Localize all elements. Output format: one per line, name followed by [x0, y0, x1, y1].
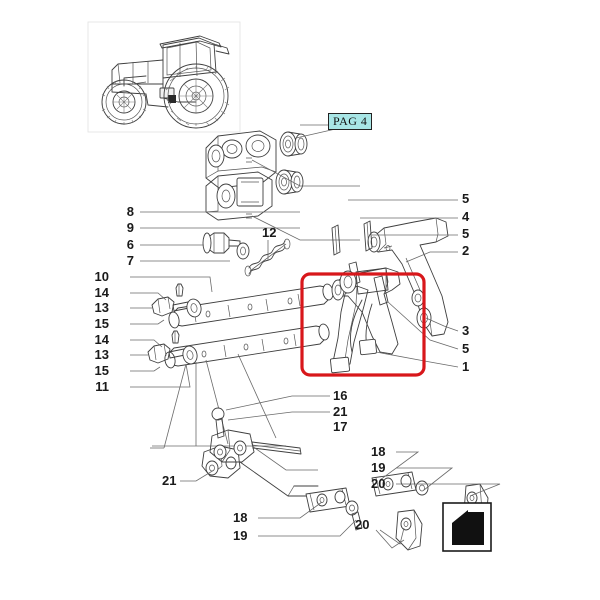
callout-8: 8 [126, 204, 134, 219]
callout-5c: 5 [462, 341, 470, 356]
detent-parts-group [140, 211, 300, 277]
callout-21b: 21 [162, 473, 177, 488]
callout-21a: 21 [333, 404, 348, 419]
callout-19b: 19 [233, 528, 248, 543]
callout-15a: 15 [94, 316, 109, 331]
callout-15b: 15 [94, 363, 109, 378]
callout-6: 6 [126, 237, 134, 252]
bottom-linkage-group [180, 395, 501, 551]
selected-part-highlight[interactable] [300, 272, 426, 377]
callout-17: 17 [333, 419, 348, 434]
callout-20b: 20 [355, 517, 370, 532]
callout-7: 7 [126, 253, 134, 268]
callout-20a: 20 [371, 476, 386, 491]
callout-2: 2 [462, 243, 470, 258]
tractor-illustration [87, 21, 241, 133]
callout-3: 3 [462, 323, 470, 338]
callout-1: 1 [462, 359, 470, 374]
interlock-pin-set-lower [130, 330, 198, 372]
callout-13b: 13 [94, 347, 109, 362]
page-reference-tag[interactable]: PAG 4 [328, 113, 373, 130]
callout-19a: 19 [371, 460, 386, 475]
shift-rail-lower [130, 323, 330, 388]
callout-5a: 5 [462, 191, 470, 206]
callout-9: 9 [126, 220, 134, 235]
interlock-pin-set-upper [130, 283, 202, 325]
spring-coil [244, 238, 291, 277]
callout-4: 4 [462, 209, 470, 224]
callout-16: 16 [333, 388, 348, 403]
callout-14a: 14 [94, 285, 109, 300]
callout-12: 12 [262, 225, 277, 240]
gear-housing-cluster [205, 127, 360, 241]
direction-arrow-icon [442, 502, 492, 552]
callout-18a: 18 [371, 444, 386, 459]
callout-11: 11 [95, 379, 109, 394]
fork-assembly-right [330, 199, 459, 374]
callout-18b: 18 [233, 510, 248, 525]
callout-10: 10 [94, 269, 109, 284]
callout-13a: 13 [94, 300, 109, 315]
callout-14b: 14 [94, 332, 109, 347]
callout-5b: 5 [462, 226, 470, 241]
